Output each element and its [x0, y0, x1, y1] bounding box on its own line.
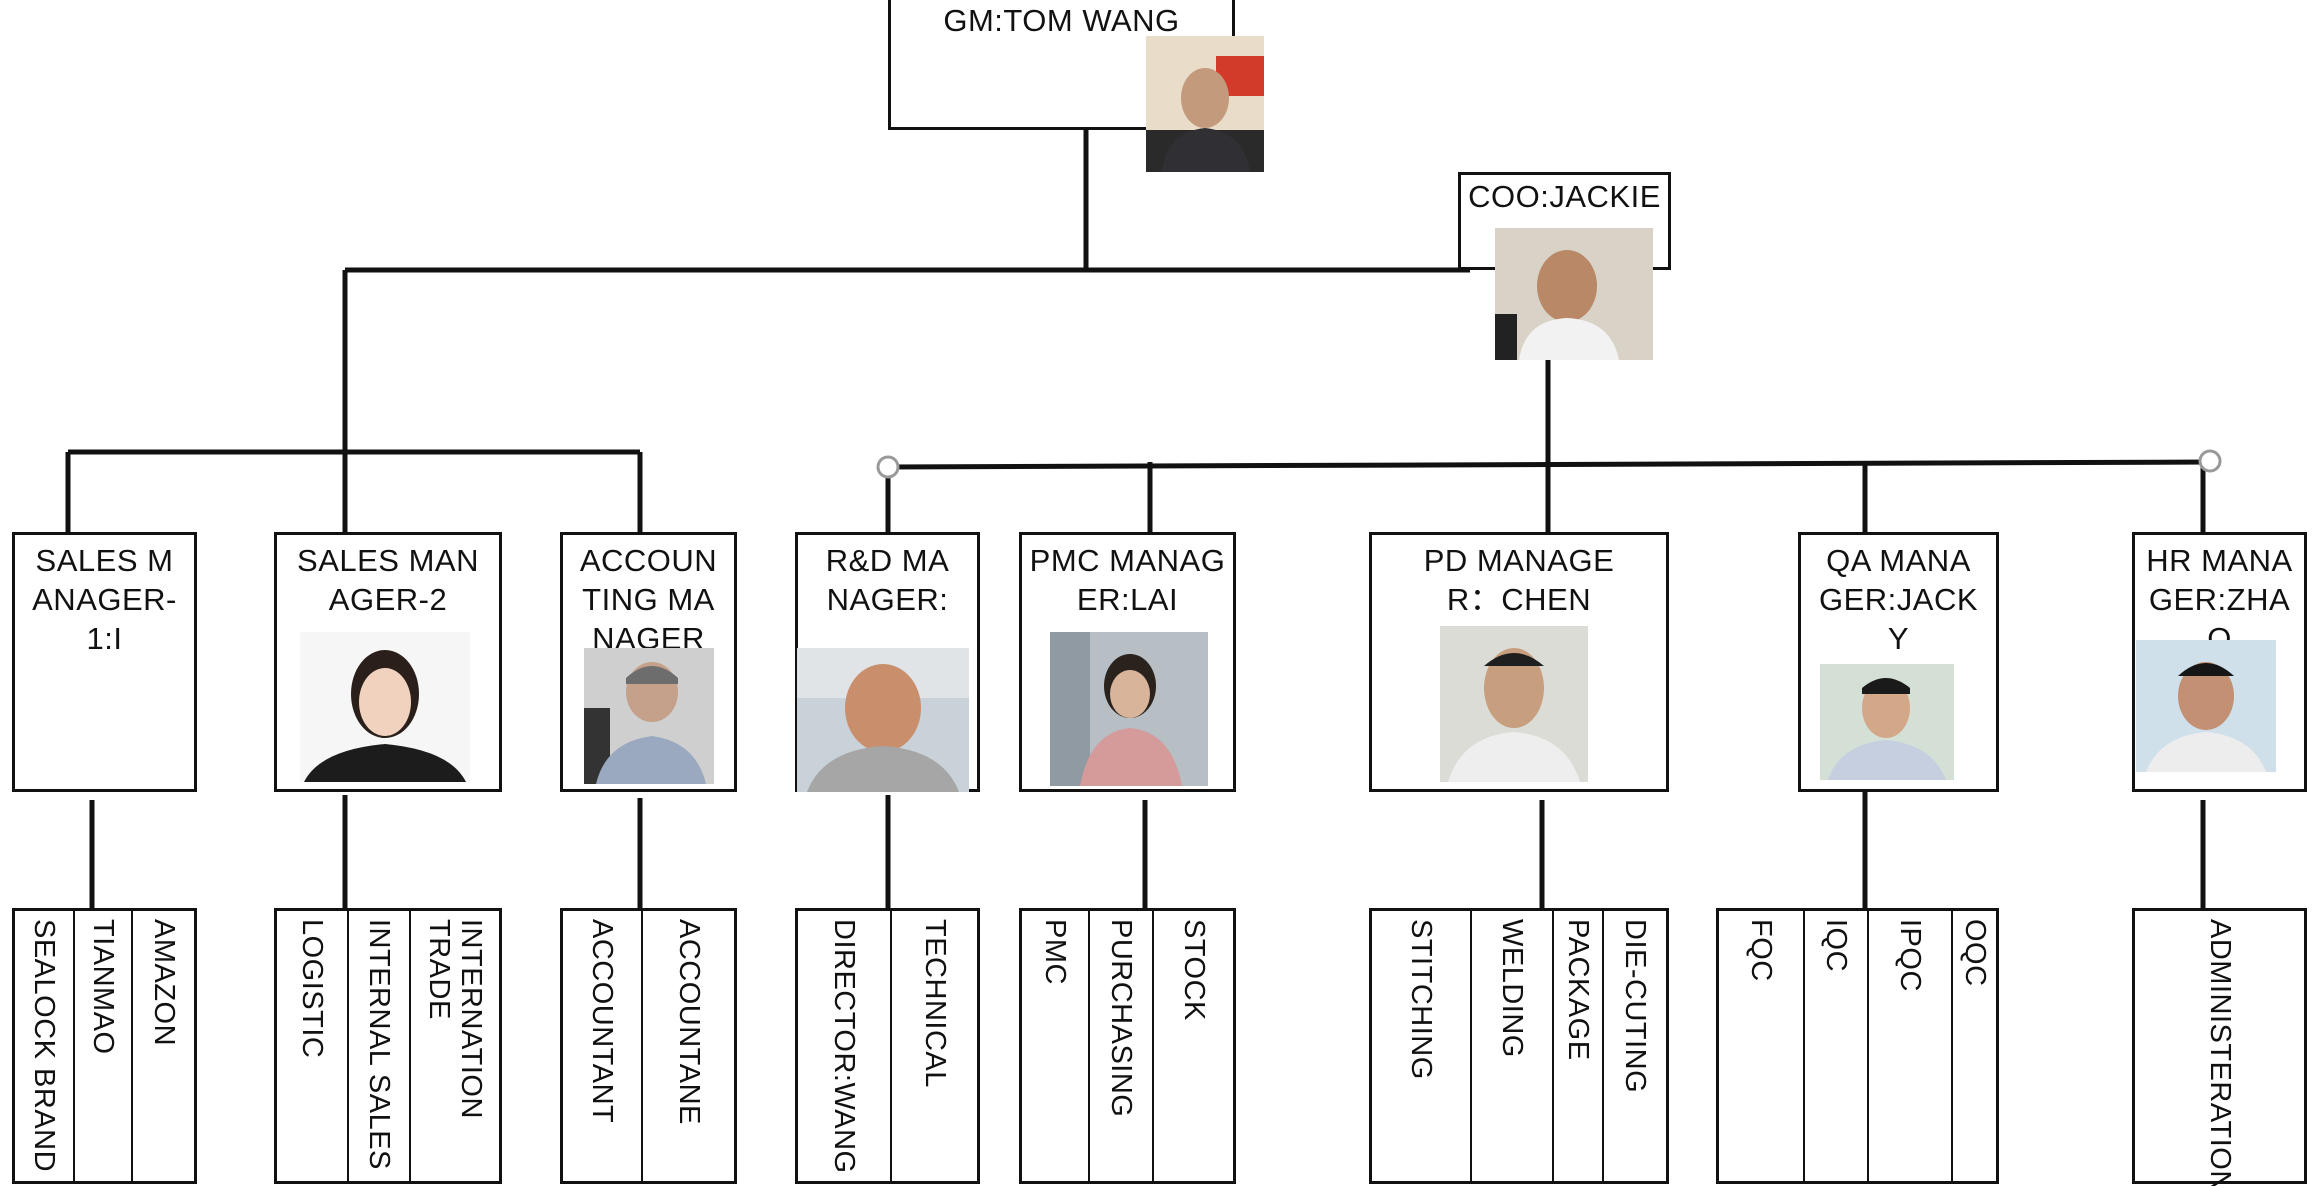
department-cell: ACCOUNTANT [563, 911, 641, 1181]
department-cell: DIRECTOR:WANG [798, 911, 890, 1181]
department-label: AMAZON [147, 919, 180, 1047]
department-label: PACKAGE [1562, 919, 1594, 1061]
departments-sales-2: LOGISTIC INTERNAL SALES INTERNATION TRAD… [274, 908, 502, 1184]
department-label: INTERNAL SALES [363, 919, 395, 1170]
department-cell: TECHNICAL [890, 911, 977, 1181]
pmc-photo [1050, 632, 1208, 786]
department-cell: IPQC [1867, 911, 1951, 1181]
manager-title: SALES MANAGER-1:I [32, 543, 177, 656]
department-cell: ADMINISTERATION [2135, 911, 2304, 1186]
department-label: ACCOUNTANT [586, 919, 618, 1124]
departments-pmc: PMC PURCHASING STOCK [1019, 908, 1236, 1184]
department-cell: INTERNATION TRADE [409, 911, 499, 1181]
department-label: FQC [1745, 919, 1777, 982]
manager-box-sales-1: SALES MANAGER-1:I [12, 532, 197, 792]
department-label: SEALOCK BRAND [28, 919, 60, 1173]
department-cell: SEALOCK BRAND [15, 911, 73, 1181]
department-cell: PMC [1022, 911, 1088, 1181]
department-label: OQC [1958, 919, 1991, 987]
department-label: TIANMAO [87, 919, 119, 1055]
department-label: STITCHING [1405, 919, 1437, 1080]
department-cell: STOCK [1152, 911, 1233, 1181]
department-cell: STITCHING [1372, 911, 1470, 1181]
manager-title: ACCOUNTING MANAGER [579, 543, 718, 656]
department-label: STOCK [1177, 919, 1210, 1021]
department-cell: PURCHASING [1088, 911, 1152, 1181]
department-label: DIE-CUTING [1619, 919, 1651, 1094]
department-cell: IQC [1803, 911, 1867, 1181]
pd-photo [1440, 626, 1588, 782]
department-label: PURCHASING [1105, 919, 1137, 1118]
department-cell: FQC [1719, 911, 1803, 1181]
department-label: IQC [1820, 919, 1852, 973]
department-label: INTERNATION TRADE [423, 919, 487, 1119]
qa-photo [1820, 664, 1954, 780]
department-cell: INTERNAL SALES [347, 911, 409, 1181]
department-cell: PACKAGE [1552, 911, 1602, 1181]
department-label: IPQC [1894, 919, 1926, 992]
departments-hr: ADMINISTERATION [2132, 908, 2307, 1186]
manager-title: PMC MANAGER:LAI [1029, 543, 1226, 617]
departments-sales-1: SEALOCK BRAND TIANMAO AMAZON [12, 908, 197, 1184]
coo-title: COO:JACKIE [1468, 179, 1661, 214]
departments-rnd: DIRECTOR:WANG TECHNICAL [795, 908, 980, 1184]
department-cell: OQC [1951, 911, 1996, 1181]
sales-2-photo [300, 632, 470, 782]
department-label: WELDING [1496, 919, 1528, 1058]
department-cell: DIE-CUTING [1602, 911, 1666, 1181]
manager-title: HR MANAGER:ZHAO [2146, 543, 2293, 655]
department-label: DIRECTOR:WANG [828, 919, 860, 1174]
gm-title: GM:TOM WANG [943, 3, 1180, 38]
coo-photo [1495, 228, 1653, 360]
manager-title: SALES MANAGER-2 [297, 543, 479, 617]
departments-qa: FQC IQC IPQC OQC [1716, 908, 1999, 1184]
department-cell: ACCOUNTANE [641, 911, 734, 1181]
hr-photo [2136, 640, 2276, 772]
departments-pd: STITCHING WELDING PACKAGE DIE-CUTING [1369, 908, 1669, 1184]
accounting-photo [584, 648, 714, 784]
department-cell: LOGISTIC [277, 911, 347, 1181]
department-label: TECHNICAL [918, 919, 951, 1088]
manager-title: PD MANAGER：CHEN [1423, 543, 1615, 617]
department-label: PMC [1039, 919, 1071, 985]
manager-title: QA MANAGER:JACKY [1818, 543, 1979, 656]
department-cell: TIANMAO [73, 911, 131, 1181]
department-cell: AMAZON [131, 911, 194, 1181]
department-label: LOGISTIC [296, 919, 328, 1059]
rnd-photo [797, 648, 969, 792]
department-label: ADMINISTERATION [2203, 919, 2236, 1186]
department-label: ACCOUNTANE [672, 919, 705, 1125]
departments-accounting: ACCOUNTANT ACCOUNTANE [560, 908, 737, 1184]
manager-title: R&D MANAGER: [825, 543, 950, 617]
department-cell: WELDING [1470, 911, 1552, 1181]
gm-photo [1146, 36, 1264, 172]
